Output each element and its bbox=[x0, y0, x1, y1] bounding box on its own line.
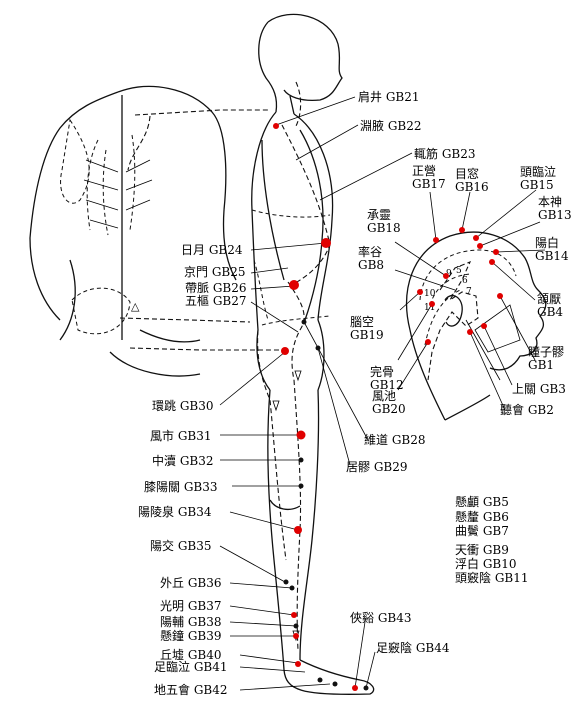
point-gb8 bbox=[443, 273, 449, 279]
label-gb40: 丘墟 GB40 bbox=[160, 648, 222, 662]
point-gb43 bbox=[352, 685, 358, 691]
label-gb41: 足臨泣 GB41 bbox=[154, 659, 228, 674]
label-gb26: 帶脈 GB26 bbox=[185, 281, 247, 295]
point-gb19 bbox=[417, 289, 423, 295]
point-gb3 bbox=[481, 323, 487, 329]
label-gb44: 足竅陰 GB44 bbox=[376, 640, 450, 655]
point-gb1 bbox=[497, 293, 503, 299]
label-gb35: 陽交 GB35 bbox=[150, 538, 212, 553]
point-gb24 bbox=[321, 238, 331, 248]
point-gb15 bbox=[473, 235, 479, 241]
head-number-6: 6 bbox=[462, 276, 468, 286]
label-gb24: 日月 GB24 bbox=[181, 243, 243, 257]
head-number-7: 7 bbox=[466, 287, 472, 297]
point-gb20 bbox=[425, 339, 431, 345]
point-gb33 bbox=[298, 483, 304, 489]
point-gb37 bbox=[291, 612, 297, 618]
head-number-9: 9 bbox=[446, 269, 452, 279]
label-gb9: 天衝 GB9 bbox=[455, 543, 509, 557]
standing-figure bbox=[251, 13, 375, 695]
label-gb34: 陽陵泉 GB34 bbox=[138, 505, 212, 519]
label-gb31: 風市 GB31 bbox=[150, 428, 212, 443]
label-gb37: 光明 GB37 bbox=[160, 599, 222, 613]
label-gb28: 維道 GB28 bbox=[364, 433, 426, 447]
label-gb39: 懸鐘 GB39 bbox=[160, 628, 222, 643]
head-profile-figure: 5 6 7 9 10 11 bbox=[406, 231, 547, 421]
label-gb6: 懸釐 GB6 bbox=[455, 509, 509, 524]
head-number-10: 10 bbox=[424, 289, 436, 299]
label-gb25: 京門 GB25 bbox=[184, 265, 246, 279]
label-gb33: 膝陽關 GB33 bbox=[144, 480, 218, 494]
point-gb31 bbox=[296, 430, 306, 440]
label-gb22: 淵腋 GB22 bbox=[360, 118, 422, 133]
point-gb25 bbox=[289, 280, 299, 290]
label-gb2: 聽會 GB2 bbox=[500, 403, 554, 417]
point-gb42 bbox=[332, 681, 338, 687]
label-gb42: 地五會 GB42 bbox=[154, 683, 228, 697]
label-gb5: 懸顱 GB5 bbox=[455, 494, 509, 509]
label-gb38: 陽輔 GB38 bbox=[160, 615, 222, 629]
label-gb36: 外丘 GB36 bbox=[160, 576, 222, 590]
point-gb2 bbox=[467, 329, 473, 335]
point-gb30 bbox=[281, 347, 289, 355]
point-gb4 bbox=[489, 259, 495, 265]
label-gb7: 曲鬢 GB7 bbox=[455, 523, 509, 538]
point-gb12 bbox=[429, 301, 435, 307]
label-gb3: 上關 GB3 bbox=[512, 382, 566, 396]
point-gb21 bbox=[273, 123, 279, 129]
point-gb44 bbox=[363, 685, 369, 691]
label-gb27: 五樞 GB27 bbox=[185, 293, 247, 308]
point-gb34 bbox=[294, 526, 302, 534]
back-view-figure: △ bbox=[29, 85, 280, 377]
point-gb38 bbox=[293, 623, 299, 629]
label-gb30: 環跳 GB30 bbox=[152, 399, 214, 413]
label-gb11: 頭竅陰 GB11 bbox=[455, 570, 529, 585]
point-gb40 bbox=[295, 661, 301, 667]
svg-text:△: △ bbox=[131, 300, 140, 313]
point-gb39 bbox=[293, 633, 299, 639]
point-gb17 bbox=[433, 237, 439, 243]
point-gb13 bbox=[477, 243, 483, 249]
point-gb28 bbox=[301, 319, 307, 325]
label-gb29: 居髎 GB29 bbox=[346, 460, 408, 474]
point-gb41 bbox=[317, 677, 323, 683]
label-gb10: 浮白 GB10 bbox=[455, 556, 517, 571]
acupoints bbox=[273, 123, 503, 691]
head-number-5: 5 bbox=[456, 266, 462, 276]
label-gb23: 輒筋 GB23 bbox=[414, 146, 476, 161]
label-gb43: 俠谿 GB43 bbox=[350, 611, 412, 625]
leader-lines bbox=[219, 96, 546, 691]
point-gb14 bbox=[493, 249, 499, 255]
label-gb21: 肩井 GB21 bbox=[358, 89, 420, 104]
point-gb36 bbox=[289, 585, 295, 591]
label-gb32: 中瀆 GB32 bbox=[152, 453, 214, 468]
point-gb35 bbox=[283, 579, 289, 585]
point-gb29 bbox=[315, 345, 321, 351]
point-gb32 bbox=[298, 457, 304, 463]
point-gb16 bbox=[459, 227, 465, 233]
